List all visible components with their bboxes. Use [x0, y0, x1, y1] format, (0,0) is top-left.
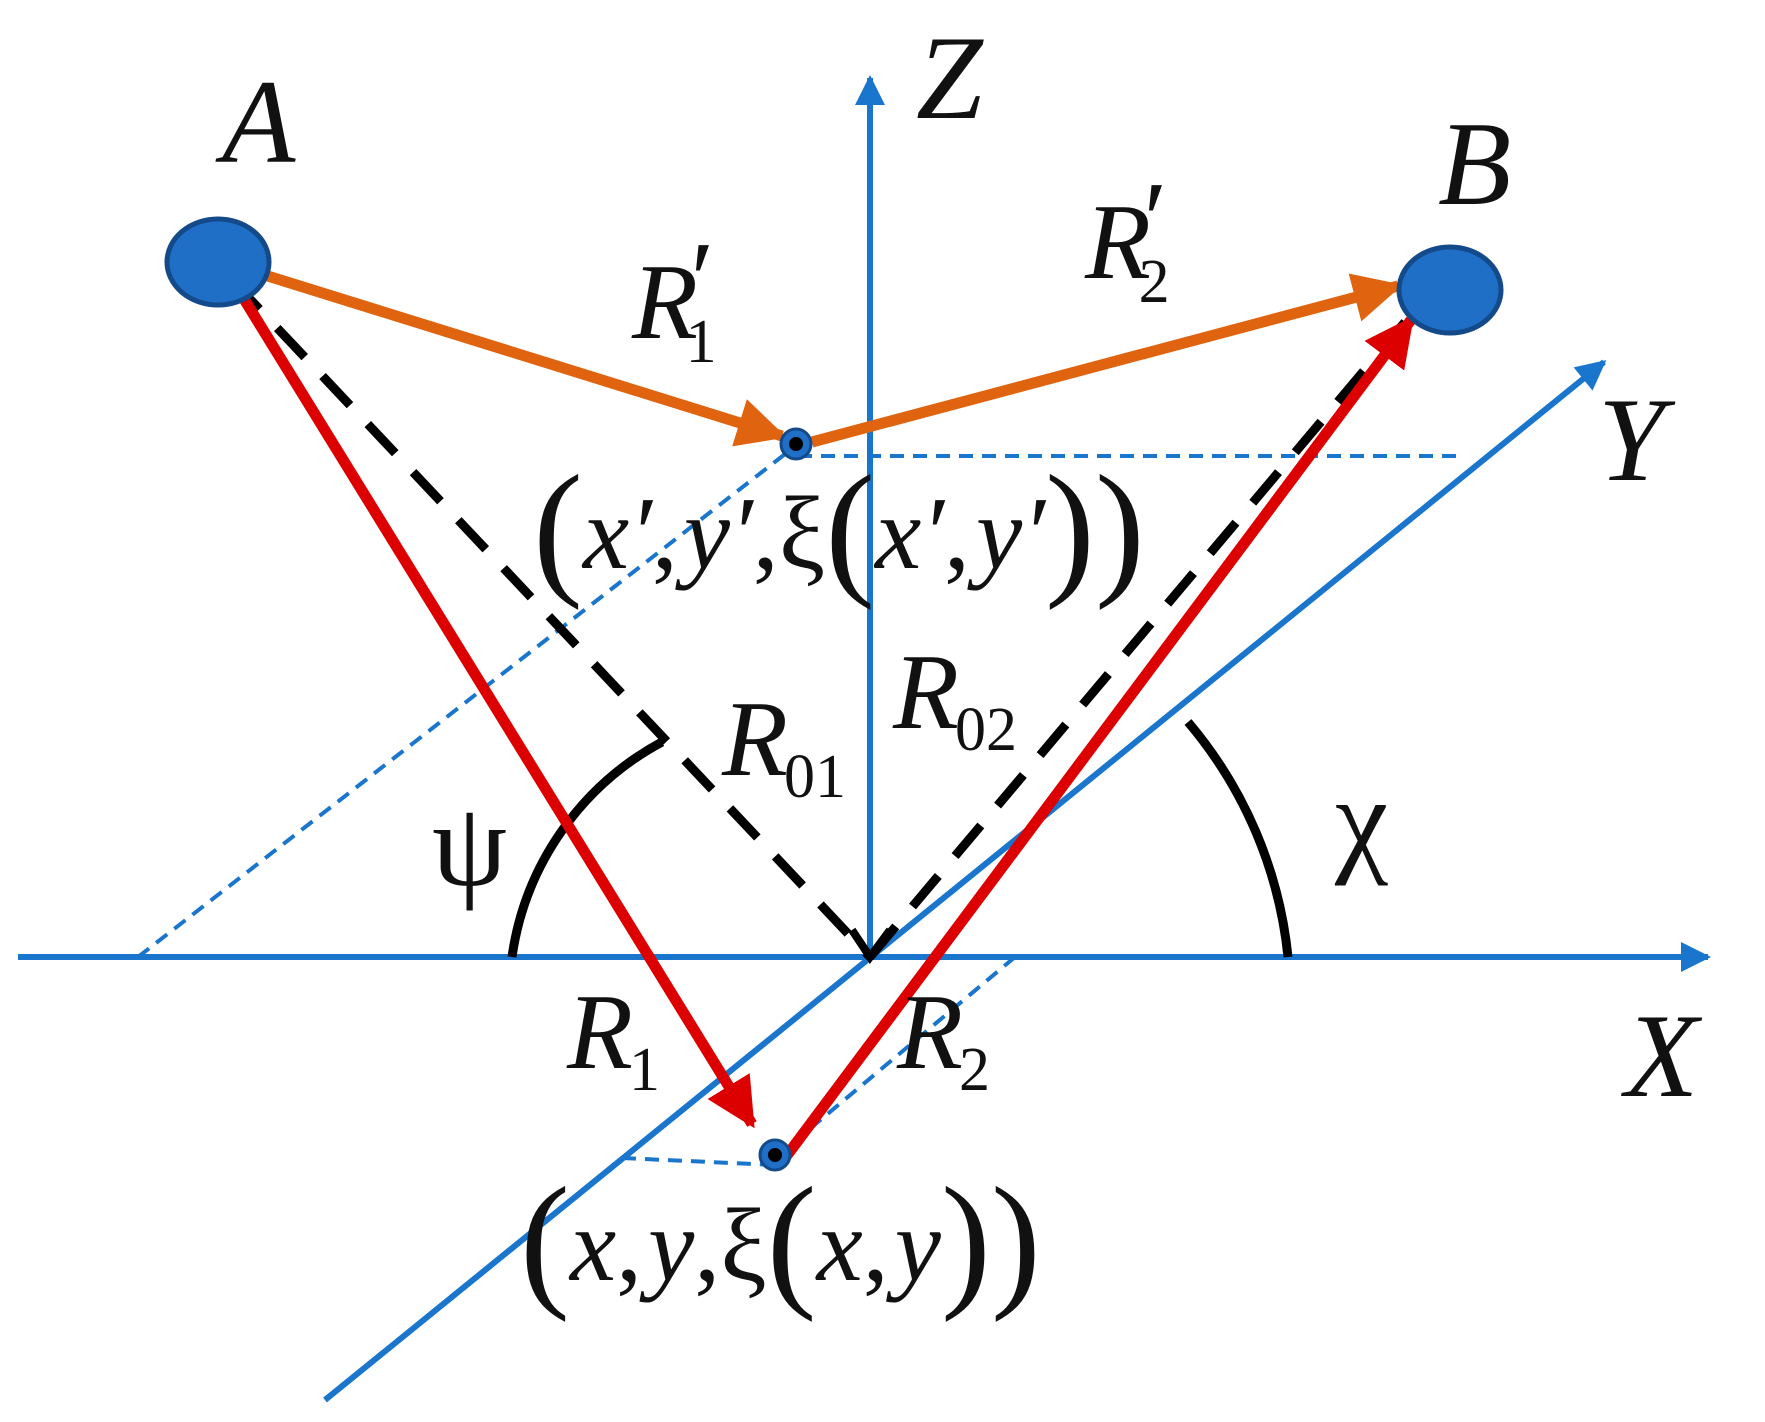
- lower-comma-2: ,: [694, 1188, 720, 1303]
- scattering-point-lower-core: [768, 1148, 782, 1162]
- upper-xi: ξ: [779, 476, 825, 591]
- r02-main: R: [892, 633, 959, 752]
- upper-yp: y′: [675, 476, 755, 591]
- upper-open-paren-2: (: [825, 445, 875, 611]
- upper-xp-2: x′: [873, 476, 946, 591]
- lower-coordinate-label: (x,y,ξ(x,y)): [520, 1157, 1041, 1323]
- lower-close-paren: ): [991, 1157, 1041, 1323]
- point-a-marker: [164, 216, 272, 308]
- point-b-label: B: [1438, 97, 1511, 230]
- point-a-label: A: [215, 55, 296, 188]
- upper-open-paren: (: [533, 445, 583, 611]
- lower-comma-1: ,: [616, 1188, 642, 1303]
- origin-corner-mark: [848, 927, 894, 964]
- chi-label: χ: [1334, 753, 1388, 886]
- x-axis-label: X: [1621, 989, 1703, 1122]
- r02-sub: 02: [955, 696, 1017, 764]
- r1-label: R1: [566, 973, 660, 1104]
- r1-prime-mark: ′: [684, 221, 709, 340]
- upper-comma-1: ,: [652, 476, 678, 591]
- r1-vector: [231, 283, 757, 1129]
- upper-xp: x′: [581, 476, 654, 591]
- r2-prime-vector: [810, 273, 1403, 448]
- r2-prime-main: R: [1084, 183, 1151, 302]
- y-axis: [323, 359, 1607, 1403]
- r01-label: R01: [721, 680, 846, 811]
- r02-dashed-line: [866, 319, 1409, 960]
- r01-dashed-line: [228, 276, 874, 961]
- r1-prime-label: R′1: [631, 221, 717, 376]
- upper-close-paren: ): [1095, 445, 1145, 611]
- r2-prime-mark: ′: [1137, 161, 1162, 280]
- r1-sub: 1: [629, 1036, 660, 1104]
- upper-comma-3: ,: [944, 476, 970, 591]
- r01-sub: 01: [784, 743, 846, 811]
- chi-angle-arc: [1184, 719, 1293, 958]
- lower-y: y: [639, 1188, 695, 1303]
- r1-prime-sub: 1: [686, 308, 717, 376]
- projection-line-lower-to-y: [621, 1156, 776, 1167]
- psi-label: ψ: [432, 778, 507, 911]
- r2-main: R: [896, 973, 963, 1092]
- lower-x-2: x: [815, 1188, 863, 1303]
- r2-vector: [780, 316, 1416, 1162]
- upper-comma-2: ,: [753, 476, 779, 591]
- lower-close-paren-2: ): [941, 1157, 991, 1323]
- lower-open-paren-2: (: [767, 1157, 817, 1323]
- upper-close-paren-2: ): [1045, 445, 1095, 611]
- lower-open-paren: (: [520, 1157, 570, 1323]
- lower-comma-3: ,: [863, 1188, 889, 1303]
- point-b-marker: [1396, 244, 1504, 336]
- upper-yp-2: y′: [967, 476, 1047, 591]
- r01-main: R: [721, 680, 788, 799]
- y-axis-label: Y: [1598, 373, 1676, 506]
- z-axis-label: Z: [916, 11, 984, 144]
- lower-y-2: y: [886, 1188, 942, 1303]
- r1-prime-vector: [240, 262, 787, 447]
- scattering-point-upper-core: [789, 437, 803, 451]
- psi-angle-arc: [507, 738, 665, 958]
- r1-main: R: [566, 973, 633, 1092]
- r2-label: R2: [896, 973, 990, 1104]
- r02-label: R02: [892, 633, 1017, 764]
- lower-xi: ξ: [720, 1188, 766, 1303]
- r2-prime-sub: 2: [1139, 248, 1170, 316]
- r2-sub: 2: [959, 1036, 990, 1104]
- upper-coordinate-label: (x′,y′,ξ(x′,y′)): [533, 445, 1145, 611]
- r2-prime-label: R′2: [1084, 161, 1170, 316]
- r1-prime-main: R: [631, 243, 698, 362]
- lower-x: x: [568, 1188, 616, 1303]
- projection-line-upper-diagonal: [136, 442, 800, 959]
